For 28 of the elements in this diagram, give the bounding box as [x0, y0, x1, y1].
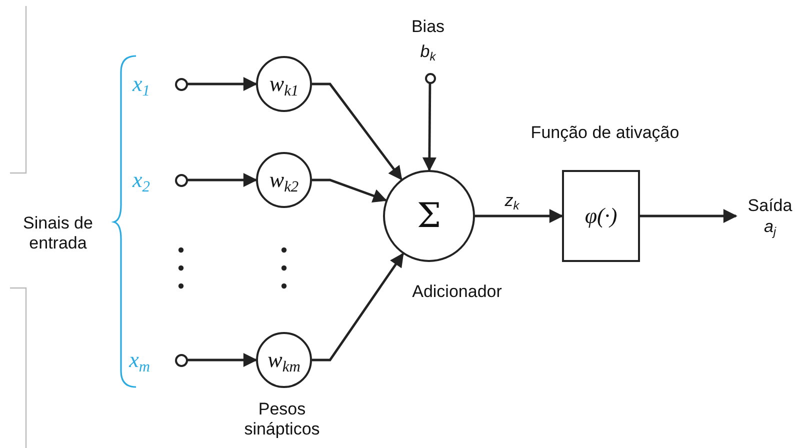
input-terminal: [174, 174, 188, 186]
activation-box: φ(·): [562, 170, 640, 262]
input-terminal: [174, 354, 188, 366]
input-terminal: [174, 78, 188, 90]
node-caption: Função de ativação: [530, 122, 680, 144]
output-label: Saída a$_{j}$: [742, 191, 795, 241]
arrow: [312, 82, 402, 180]
arrow: [312, 252, 404, 362]
arrow: [312, 178, 388, 203]
arrow: [475, 209, 564, 223]
input-symbol: x$_{m}$: [129, 346, 150, 374]
input-terminal: [424, 72, 436, 84]
arrow: [640, 209, 738, 223]
summation-circle: Σ: [383, 170, 475, 262]
bias-symbol: b$_{k}$: [420, 42, 436, 62]
annotation-label: Sinais de entrada: [22, 214, 94, 254]
node-caption: Adicionador: [412, 282, 502, 302]
weight-circle: w$_{k2}$: [256, 152, 312, 208]
arrow: [422, 84, 436, 172]
arrow: [188, 173, 258, 187]
input-symbol: x$_{1}$: [132, 70, 150, 98]
arrow: [188, 353, 258, 367]
bias-label: Bias: [411, 16, 445, 38]
weight-circle: w$_{k1}$: [256, 56, 312, 112]
weight-circle: w$_{km}$: [256, 332, 312, 388]
input-symbol: x$_{2}$: [132, 166, 150, 194]
annotation-label: Pesos sinápticos: [243, 400, 321, 440]
arrow: [188, 77, 258, 91]
